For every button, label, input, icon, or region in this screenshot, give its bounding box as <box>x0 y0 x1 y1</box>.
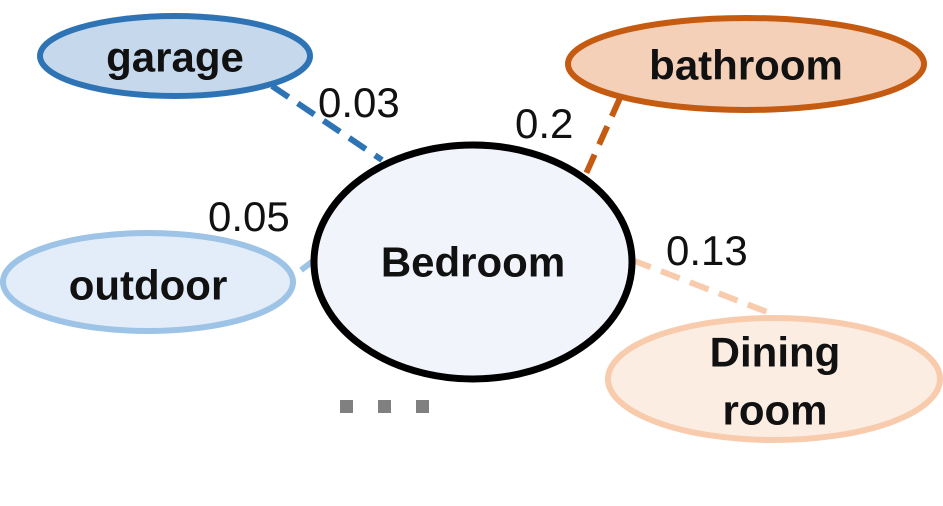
ellipsis-dot <box>416 400 429 413</box>
edge-weight-garage: 0.03 <box>318 79 400 126</box>
edge-weight-bathroom: 0.2 <box>515 100 573 147</box>
edge-weight-dining-room: 0.13 <box>666 227 748 274</box>
node-dining-room <box>605 315 943 443</box>
edge-dining-room <box>630 257 777 318</box>
node-outdoor <box>0 230 296 334</box>
node-label-garage: garage <box>106 34 244 81</box>
ellipsis-dot <box>340 400 353 413</box>
node-label-outdoor: outdoor <box>69 262 228 309</box>
edge-garage <box>270 83 384 163</box>
more-nodes-ellipsis <box>340 400 429 413</box>
node-label-dining-room-line2: room <box>723 387 828 434</box>
ellipsis-dot <box>378 400 391 413</box>
edge-weight-outdoor: 0.05 <box>208 193 290 240</box>
node-bedroom <box>310 141 636 383</box>
node-label-bathroom: bathroom <box>649 42 843 89</box>
node-bathroom <box>565 15 927 113</box>
node-label-dining-room-line1: Dining <box>710 329 841 376</box>
edge-bathroom <box>582 96 623 178</box>
node-label-bedroom: Bedroom <box>381 239 565 286</box>
node-garage <box>37 13 313 99</box>
